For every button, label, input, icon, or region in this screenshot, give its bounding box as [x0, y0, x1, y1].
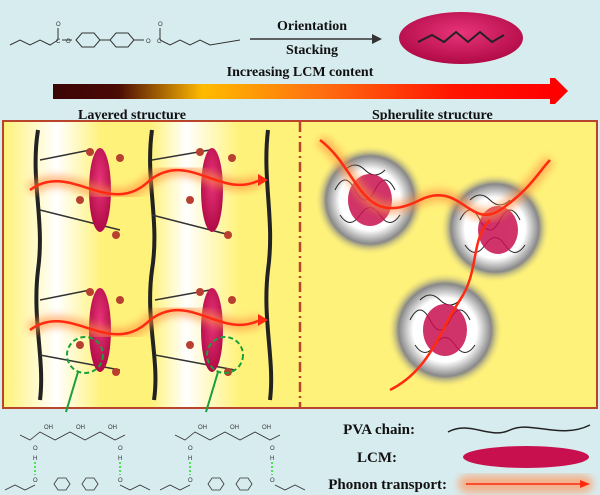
atom-hydroxyl: OH — [262, 425, 271, 431]
phonon-arrow-head — [258, 314, 268, 326]
callout-arrow — [65, 371, 79, 413]
legend-phonon-label: Phonon transport: — [328, 477, 447, 493]
arrow-head — [372, 34, 382, 44]
atom-hydrogen: H — [270, 456, 274, 462]
atom-carbon: C — [157, 39, 162, 45]
atom-oxygen: O — [146, 39, 151, 45]
lcm-molecule-structure — [9, 28, 241, 48]
phonon-path — [29, 308, 261, 336]
atom-oxygen: O — [270, 478, 275, 484]
layered-structure — [26, 129, 274, 413]
legend: PVA chain: LCM: Phonon transport: — [328, 422, 593, 493]
layered-structure-label: Layered structure — [78, 108, 186, 123]
pva-links — [39, 149, 236, 371]
atom-hydroxyl: OH — [230, 425, 239, 431]
atom-hydrogen: H — [33, 456, 37, 462]
legend-lcm-label: LCM: — [357, 450, 397, 466]
atom-oxygen: O — [118, 446, 123, 452]
gradient-arrow-head — [550, 78, 568, 104]
atom-hydroxyl: OH — [76, 425, 85, 431]
legend-pva-label: PVA chain: — [343, 422, 415, 438]
legend-pva-swatch — [447, 424, 591, 434]
phonon-path — [319, 139, 551, 217]
spherulite-structure-label: Spherulite structure — [372, 108, 493, 123]
atom-hydroxyl: OH — [198, 425, 207, 431]
atom-oxygen: O — [188, 478, 193, 484]
callout-arrow — [205, 371, 219, 413]
spherulite-structure — [315, 135, 555, 392]
gradient-title: Increasing LCM content — [227, 65, 374, 80]
legend-phonon-arrow-head — [580, 480, 590, 488]
atom-hydrogen: H — [188, 456, 192, 462]
stacked-molecule-glyph — [417, 30, 505, 44]
atom-carbon: C — [56, 39, 61, 45]
stacking-label: Stacking — [286, 43, 338, 58]
atom-oxygen: O — [33, 478, 38, 484]
atom-hydroxyl: OH — [44, 425, 53, 431]
phonon-arrow-head — [258, 174, 268, 186]
hydrogen-bonds — [34, 462, 273, 475]
atom-oxygen: O — [118, 478, 123, 484]
hbond-callout-circle — [66, 336, 104, 374]
atom-oxygen: O — [158, 22, 163, 28]
stacked-lcm-ellipse — [399, 12, 523, 64]
lcm-content-gradient-bar — [53, 84, 553, 99]
atom-oxygen: O — [33, 446, 38, 452]
phonon-path — [29, 168, 261, 196]
hbond-structures — [4, 431, 306, 491]
atom-oxygen: O — [56, 22, 61, 28]
atom-oxygen: O — [66, 39, 71, 45]
phonon-path — [389, 219, 491, 392]
atom-oxygen: O — [270, 446, 275, 452]
legend-lcm-swatch — [463, 446, 589, 468]
atom-hydrogen: H — [118, 456, 122, 462]
atom-oxygen: O — [188, 446, 193, 452]
orientation-label: Orientation — [277, 19, 347, 34]
hbond-callout-circle — [206, 336, 244, 374]
atom-hydroxyl: OH — [108, 425, 117, 431]
